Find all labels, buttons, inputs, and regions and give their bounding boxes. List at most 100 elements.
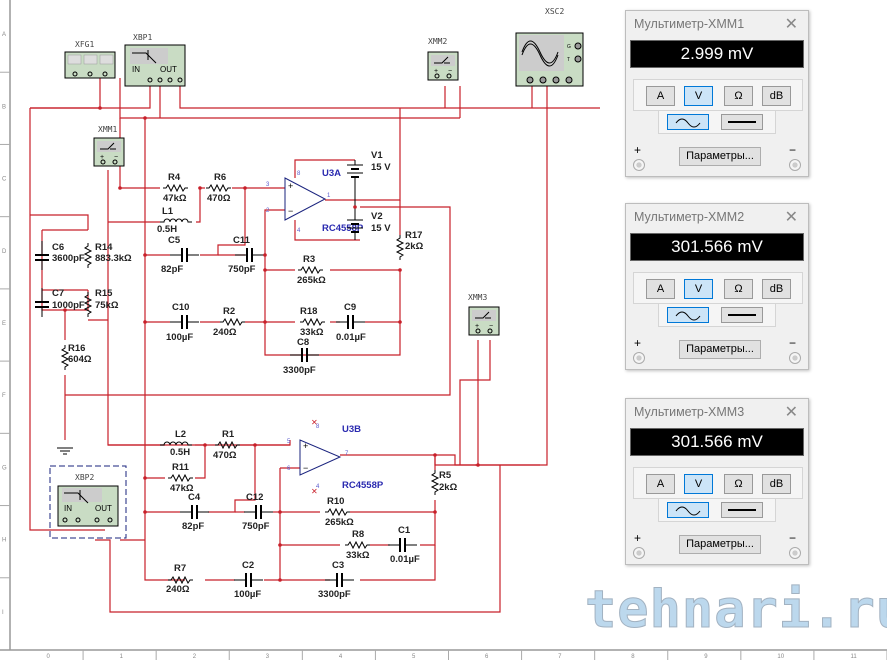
- mode-voltmeter-button[interactable]: V: [684, 474, 713, 494]
- svg-text:XMM2: XMM2: [428, 37, 447, 46]
- multimeter-xmm1-icon[interactable]: XMM1: [93, 125, 125, 167]
- mode-decibel-button[interactable]: dB: [762, 86, 791, 106]
- svg-text:1: 1: [327, 193, 331, 199]
- svg-text:U3A: U3A: [322, 168, 341, 179]
- oscilloscope-xsc2[interactable]: XSC2 G T: [515, 7, 584, 87]
- svg-text:XMM3: XMM3: [468, 293, 487, 302]
- ruler-col-label: 1: [120, 654, 124, 660]
- multimeter-window-xmm1[interactable]: Мультиметр-XMM1 ✕ 2.999 mV A V Ω dB + − …: [625, 10, 809, 177]
- ruler-row-label: D: [2, 249, 7, 255]
- mode-decibel-button[interactable]: dB: [762, 279, 791, 299]
- mode-ammeter-button[interactable]: A: [646, 474, 675, 494]
- capacitor-c1[interactable]: C10.01µF: [387, 525, 420, 565]
- positive-terminal[interactable]: [633, 352, 645, 364]
- close-icon[interactable]: ✕: [784, 16, 798, 33]
- mode-ammeter-button[interactable]: A: [646, 86, 675, 106]
- svg-text:C8: C8: [297, 337, 309, 348]
- svg-text:100µF: 100µF: [166, 332, 193, 343]
- mode-voltmeter-button[interactable]: V: [684, 86, 713, 106]
- parameters-button[interactable]: Параметры...: [679, 535, 761, 554]
- opamp-u3b[interactable]: +− 5 6 7 8 4 ✕✕ U3B RC4558P: [287, 418, 384, 496]
- capacitor-c9[interactable]: C90.01µF: [335, 302, 366, 343]
- source-v2[interactable]: V2 15 V: [347, 207, 391, 240]
- positive-terminal[interactable]: [633, 159, 645, 171]
- parameters-button[interactable]: Параметры...: [679, 340, 761, 359]
- svg-text:240Ω: 240Ω: [213, 327, 237, 338]
- mode-decibel-button[interactable]: dB: [762, 474, 791, 494]
- svg-text:75kΩ: 75kΩ: [95, 300, 119, 311]
- multimeter-window-xmm2[interactable]: Мультиметр-XMM2 ✕ 301.566 mV A V Ω dB + …: [625, 203, 809, 370]
- mode-ohmmeter-button[interactable]: Ω: [724, 279, 753, 299]
- mode-ohmmeter-button[interactable]: Ω: [724, 474, 753, 494]
- mode-voltmeter-button[interactable]: V: [684, 279, 713, 299]
- negative-terminal[interactable]: [789, 352, 801, 364]
- ruler-col-label: 8: [631, 654, 635, 660]
- mode-ammeter-button[interactable]: A: [646, 279, 675, 299]
- bode-plotter-xbp1[interactable]: XBP1 IN OUT: [124, 33, 186, 87]
- inductor-l1[interactable]: L10.5H: [157, 206, 193, 235]
- bode-plotter-xbp2[interactable]: XBP2 IN OUT: [49, 465, 127, 539]
- dc-mode-button[interactable]: [721, 307, 763, 323]
- parameters-button[interactable]: Параметры...: [679, 147, 761, 166]
- svg-text:470Ω: 470Ω: [213, 450, 237, 461]
- multimeter-xmm2-icon[interactable]: XMM2: [427, 37, 459, 81]
- window-title: Мультиметр-XMM2: [634, 210, 745, 224]
- dc-mode-button[interactable]: [721, 502, 763, 518]
- svg-text:XSC2: XSC2: [545, 7, 564, 16]
- inductor-l2[interactable]: L20.5H: [159, 429, 193, 458]
- multimeter-window-xmm3[interactable]: Мультиметр-XMM3 ✕ 301.566 mV A V Ω dB + …: [625, 398, 809, 565]
- negative-terminal[interactable]: [789, 547, 801, 559]
- opamp-u3a[interactable]: +− 3 2 1 8 4 U3A RC4558P: [266, 168, 364, 234]
- svg-text:3: 3: [266, 182, 270, 188]
- multimeter-xmm3-icon[interactable]: XMM3: [468, 293, 500, 336]
- ruler-col-label: 3: [266, 654, 270, 660]
- ruler-row-label: F: [2, 393, 6, 399]
- ac-mode-button[interactable]: [667, 307, 709, 323]
- svg-text:RC4558P: RC4558P: [322, 223, 364, 234]
- ac-mode-button[interactable]: [667, 502, 709, 518]
- sine-wave-icon: [675, 506, 701, 516]
- negative-terminal[interactable]: [789, 159, 801, 171]
- sine-wave-icon: [675, 311, 701, 321]
- signal-type-group: [658, 110, 776, 134]
- svg-text:8: 8: [297, 171, 301, 177]
- close-icon[interactable]: ✕: [784, 404, 798, 421]
- svg-text:240Ω: 240Ω: [166, 584, 190, 595]
- source-v1[interactable]: V1 15 V: [347, 150, 391, 207]
- ac-mode-button[interactable]: [667, 114, 709, 130]
- function-generator-xfg1[interactable]: XFG1: [64, 40, 116, 79]
- positive-terminal[interactable]: [633, 547, 645, 559]
- close-icon[interactable]: ✕: [784, 209, 798, 226]
- dc-mode-button[interactable]: [721, 114, 763, 130]
- mode-ohmmeter-button[interactable]: Ω: [724, 86, 753, 106]
- svg-text:C5: C5: [168, 235, 181, 246]
- svg-text:3600pF: 3600pF: [52, 253, 85, 264]
